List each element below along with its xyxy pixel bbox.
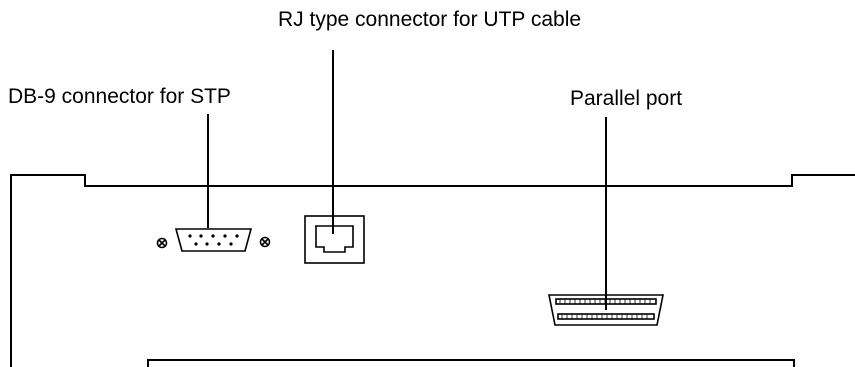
card-outline [10, 174, 855, 367]
rj-connector-label: RJ type connector for UTP cable [278, 8, 582, 31]
rj-connector-icon [304, 215, 365, 264]
parallel-port-pins [559, 299, 651, 319]
card-inner-edge [147, 359, 795, 367]
db9-connector-icon [156, 228, 271, 252]
parallel-port-icon [548, 294, 664, 326]
db9-connector-label: DB-9 connector for STP [8, 85, 231, 108]
db9-pins [188, 234, 239, 246]
parallel-port-label: Parallel port [570, 87, 683, 110]
